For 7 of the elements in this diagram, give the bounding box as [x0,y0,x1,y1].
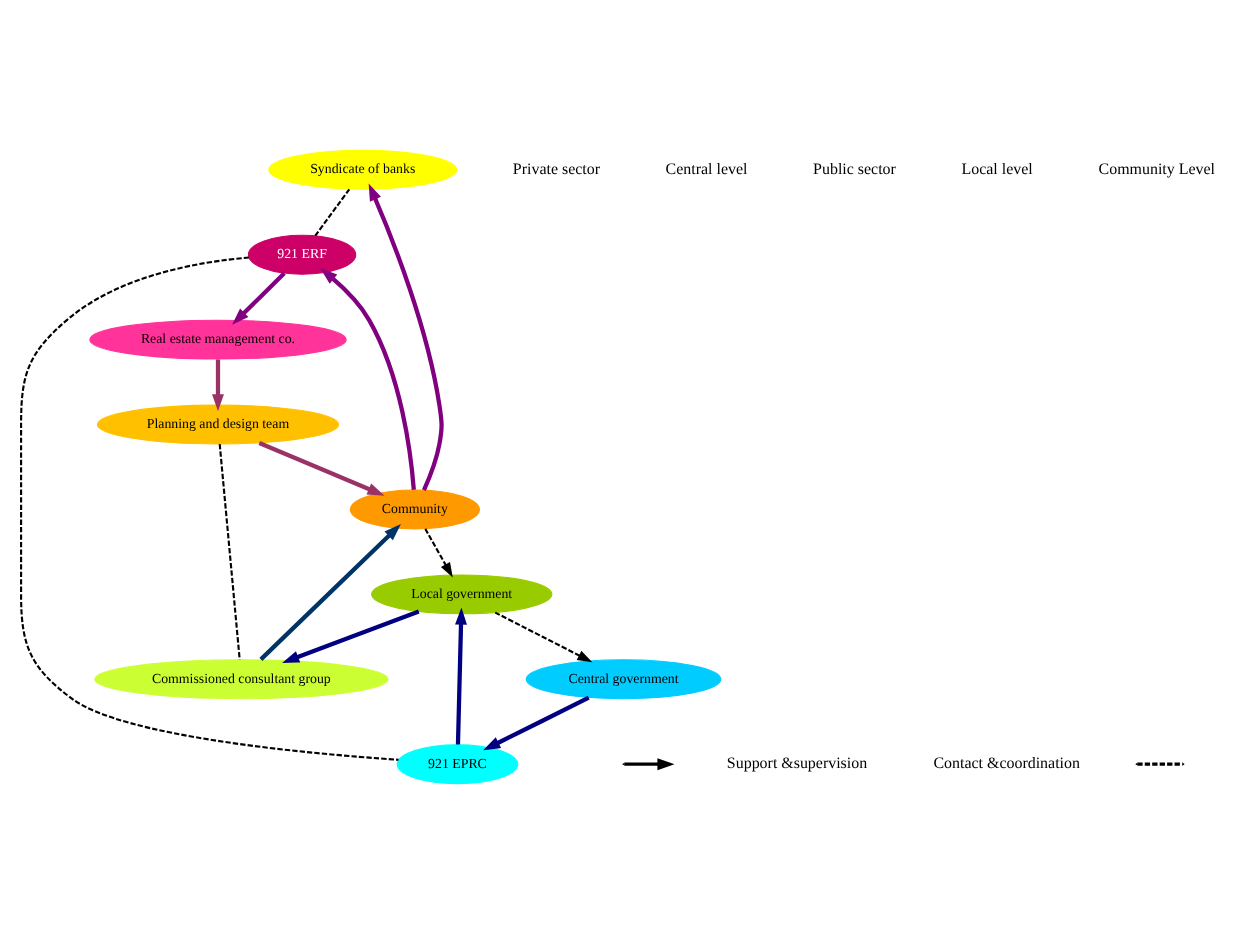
label: Private sector [512,158,601,177]
legend-label: Support &supervision [726,752,868,771]
label: Local level [961,158,1033,177]
legend-label: Contact &coordination [933,752,1080,771]
label: Public sector [813,158,896,177]
label: Central level [665,158,748,177]
label: Community Level [1098,158,1216,177]
